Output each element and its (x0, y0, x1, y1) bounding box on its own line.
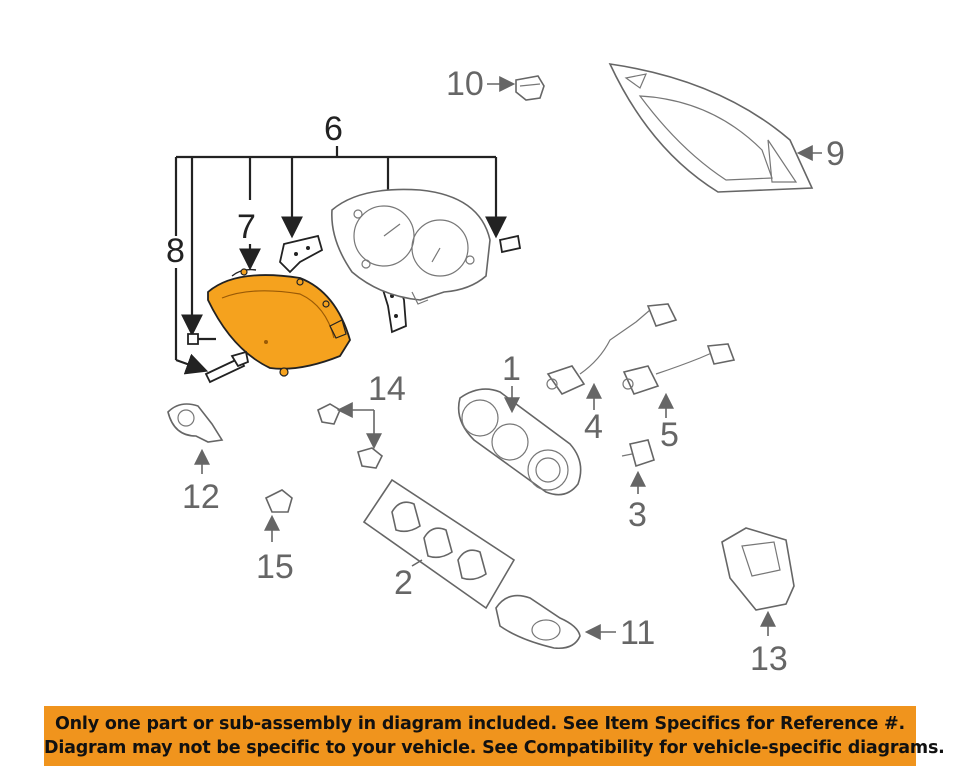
part-7-instrument-cluster-highlighted (207, 268, 351, 377)
callout-8: 8 (166, 232, 185, 270)
part-14-clips (317, 403, 384, 469)
callout-14-leaders (336, 402, 382, 450)
callout-10: 10 (446, 65, 484, 103)
callout-7: 7 (237, 208, 256, 246)
callout-8-leaders (174, 268, 209, 375)
callout-13: 13 (750, 640, 788, 678)
part-9-bezel (608, 62, 814, 193)
callout-12: 12 (182, 478, 220, 516)
part-6-bracket-left (279, 234, 324, 274)
callout-2: 2 (394, 564, 413, 602)
part-15-bulb-holder (264, 489, 293, 513)
part-13-switch (721, 527, 795, 611)
callout-5: 5 (660, 416, 679, 454)
part-5-cable (622, 343, 736, 395)
callout-6-leaders (174, 146, 507, 337)
part-screw-6 (187, 333, 216, 345)
callout-15: 15 (256, 548, 294, 586)
callout-6: 6 (324, 110, 343, 148)
callout-3: 3 (628, 496, 647, 534)
part-12-switch (167, 403, 224, 443)
part-3-connector (621, 439, 655, 468)
part-10-clip (515, 75, 545, 101)
footer-line-2: Diagram may not be specific to your vehi… (44, 738, 945, 758)
callout-4: 4 (584, 408, 603, 446)
footer-line-1: Only one part or sub-assembly in diagram… (55, 714, 905, 734)
instrument-cluster (331, 188, 491, 305)
part-8-bolt (204, 350, 250, 384)
callout-14: 14 (368, 370, 406, 408)
part-4-cable (546, 303, 678, 396)
callout-1: 1 (502, 350, 521, 388)
part-1-control-panel (457, 388, 582, 496)
callout-11: 11 (620, 614, 655, 652)
footer-banner: Only one part or sub-assembly in diagram… (44, 706, 945, 766)
part-11-knob (495, 594, 581, 650)
parts-diagram: 10 9 6 7 8 (166, 62, 845, 678)
part-2-knob-set (362, 478, 516, 610)
part-6-screw-right (498, 234, 522, 254)
callout-9: 9 (826, 135, 845, 173)
